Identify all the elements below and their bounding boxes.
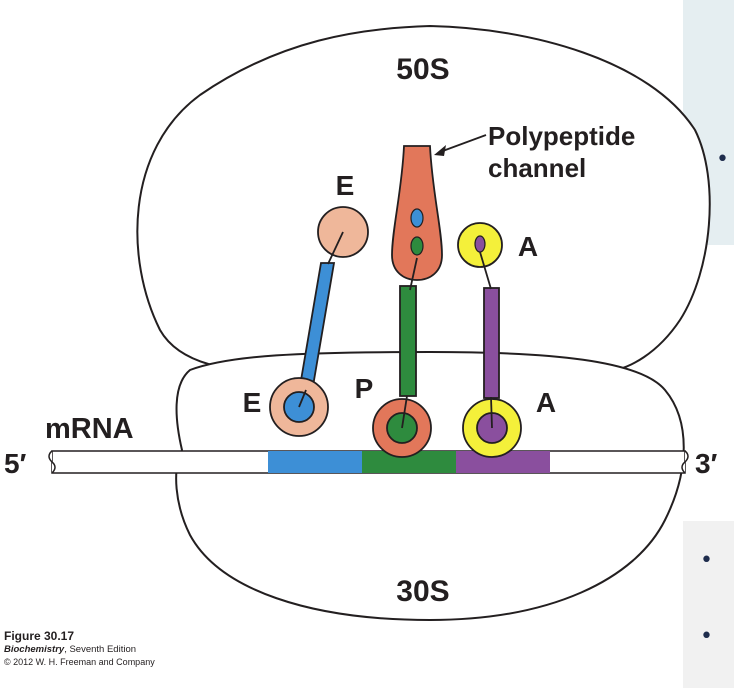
label-5-prime: 5′ — [4, 448, 27, 479]
label-50s: 50S — [396, 53, 449, 86]
caption-copyright: © 2012 W. H. Freeman and Company — [4, 657, 155, 667]
label-30s: 30S — [396, 575, 449, 608]
label-a-site-lower: A — [536, 387, 556, 418]
label-3-prime: 3′ — [695, 448, 718, 479]
channel-arrow-head — [434, 145, 446, 156]
channel-arrow — [439, 134, 487, 153]
label-a-site-upper: A — [518, 231, 538, 262]
figure-caption: Figure 30.17 Biochemistry, Seventh Editi… — [4, 630, 155, 669]
slide-bullet-3: • — [700, 624, 713, 649]
trna-p-site — [372, 257, 432, 458]
label-e-site-lower: E — [243, 387, 262, 418]
caption-book: Biochemistry, Seventh Edition — [4, 643, 155, 656]
mrna-3prime-squiggle — [681, 450, 689, 474]
trna-e-site — [269, 206, 369, 437]
caption-book-title: Biochemistry — [4, 644, 65, 655]
label-mrna: mRNA — [45, 413, 134, 445]
channel-peptide-blue — [410, 208, 424, 228]
mrna-5prime-squiggle — [48, 450, 56, 474]
codon-a-site — [456, 451, 550, 473]
label-e-site-upper: E — [336, 170, 355, 201]
caption-figure-number: Figure 30.17 — [4, 629, 75, 643]
label-p-site-lower: P — [355, 373, 374, 404]
label-polypeptide: Polypeptide — [488, 121, 635, 151]
slide-panel-lower — [683, 521, 734, 688]
codon-e-site — [268, 451, 362, 473]
slide-bullet-1: • — [716, 147, 729, 172]
channel-peptide-green — [410, 236, 424, 256]
codon-p-site — [362, 451, 456, 473]
label-channel: channel — [488, 153, 586, 183]
caption-book-edition: , Seventh Edition — [64, 644, 137, 655]
slide-bullet-2: • — [700, 548, 713, 573]
trna-a-site — [457, 222, 522, 458]
